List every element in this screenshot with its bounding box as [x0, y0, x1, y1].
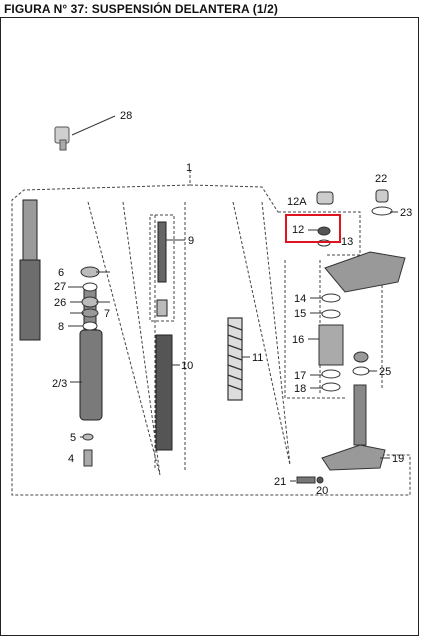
figure-title: FIGURA N° 37: SUSPENSIÓN DELANTERA (1/2) — [4, 2, 278, 16]
ring-17-icon — [321, 369, 341, 379]
ring-26-icon — [81, 296, 99, 308]
lower-bridge-19-icon — [321, 444, 386, 471]
part-label-12: 12 — [292, 224, 304, 236]
part-label-8: 8 — [58, 321, 64, 333]
ring-7-icon — [81, 308, 99, 318]
part-label-25: 25 — [379, 366, 391, 378]
part-label-20: 20 — [316, 485, 328, 497]
highlight-box — [285, 214, 341, 243]
upper-bridge-icon — [324, 251, 406, 293]
part-label-6: 6 — [58, 267, 64, 279]
part-label-23: 23 — [400, 207, 412, 219]
diagram-frame — [0, 17, 419, 636]
ring-14-icon — [321, 293, 341, 303]
bolt-28-icon — [54, 126, 70, 151]
assembly-outline-right — [189, 184, 279, 213]
nut-20-icon — [316, 476, 324, 484]
bolt-21-icon — [296, 476, 316, 484]
ring-15-icon — [321, 309, 341, 319]
part-label-19: 19 — [392, 453, 404, 465]
part-label-22: 22 — [375, 173, 387, 185]
part-label-14: 14 — [294, 293, 306, 305]
part-label-10: 10 — [181, 360, 193, 372]
part-label-26: 26 — [54, 297, 66, 309]
part-label-1: 1 — [186, 162, 192, 174]
part-label-28: 28 — [120, 110, 132, 122]
part-label-27: 27 — [54, 281, 66, 293]
part-label-13: 13 — [341, 236, 353, 248]
bolt-22-icon — [375, 189, 389, 203]
part-label-12a: 12A — [287, 196, 307, 208]
part-label-16: 16 — [292, 334, 304, 346]
part-label-5: 5 — [70, 432, 76, 444]
screw-4-icon — [83, 449, 93, 467]
part-label-18: 18 — [294, 383, 306, 395]
steering-stem-icon — [353, 384, 367, 446]
part-label-9: 9 — [188, 235, 194, 247]
ring-25b-icon — [352, 366, 370, 376]
part-label-11: 11 — [252, 352, 263, 364]
ring-23-icon — [371, 206, 393, 216]
assembly-outline — [11, 170, 411, 496]
part-label-2-3: 2/3 — [52, 378, 67, 390]
part-label-4: 4 — [68, 453, 74, 465]
nut-25-icon — [353, 351, 369, 363]
inner-tube-10-icon — [155, 334, 173, 451]
part-label-17: 17 — [294, 370, 306, 382]
fork-tube-icon — [19, 199, 103, 421]
washer-5-icon — [82, 433, 94, 441]
part-label-7: 7 — [104, 308, 110, 320]
ring-18-icon — [321, 382, 341, 392]
ring-8-icon — [82, 321, 98, 331]
spring-11-icon — [227, 317, 243, 401]
damper-rod-9-icon — [157, 221, 167, 283]
ring-27-icon — [82, 282, 98, 292]
bolt-12a-icon — [316, 191, 334, 205]
part-label-21: 21 — [274, 476, 286, 488]
part-label-15: 15 — [294, 308, 306, 320]
clamp-16-icon — [318, 324, 344, 366]
nut-12-icon — [317, 226, 331, 236]
